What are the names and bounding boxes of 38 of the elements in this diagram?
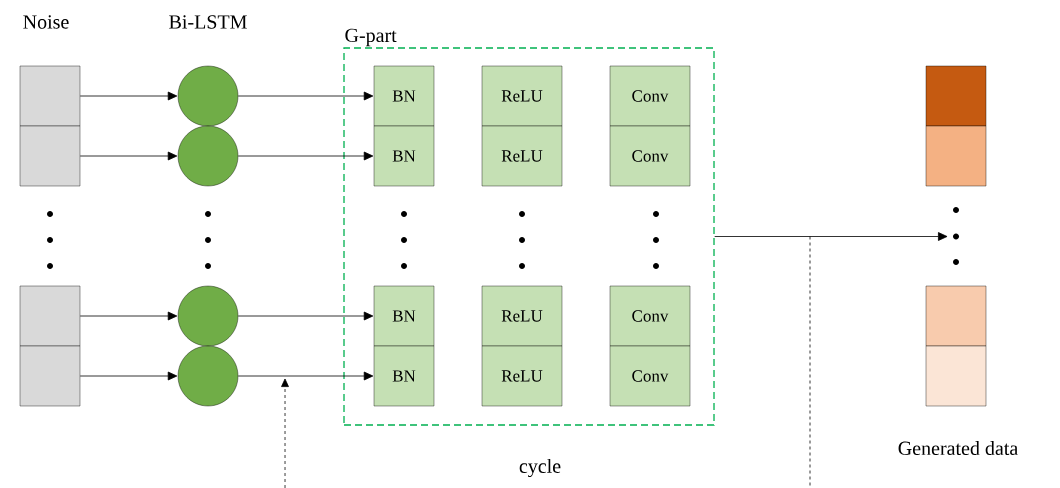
arrow (714, 232, 948, 241)
data-box (19, 345, 81, 407)
column-heading: Generated data (898, 440, 1018, 456)
layer-box: BN (373, 125, 435, 187)
layer-box: BN (373, 345, 435, 407)
arrow (237, 91, 374, 101)
arrow (237, 371, 374, 381)
node-label: G-part (345, 28, 397, 47)
data-box (925, 285, 987, 347)
arrow (237, 311, 374, 321)
layer-box: Conv (609, 65, 691, 127)
data-box (19, 65, 81, 127)
arrow (79, 151, 178, 161)
circle-node (177, 345, 239, 407)
layer-box: ReLU (481, 125, 563, 187)
data-box (925, 65, 987, 127)
layer-box: BN (373, 285, 435, 347)
layer-box: ReLU (481, 65, 563, 127)
layer-box: BN (373, 65, 435, 127)
column-heading: Noise (23, 15, 69, 29)
layer-box: Conv (609, 345, 691, 407)
circle-node (177, 285, 239, 347)
arrow (79, 311, 178, 321)
layer-box: ReLU (481, 285, 563, 347)
layer-box: Conv (609, 125, 691, 187)
data-box (19, 125, 81, 187)
arrow (237, 151, 374, 161)
layer-box: ReLU (481, 345, 563, 407)
column-heading: cycle (519, 458, 561, 478)
data-box (925, 345, 987, 407)
column-heading: Bi-LSTM (169, 15, 247, 29)
data-box (19, 285, 81, 347)
circle-node (177, 125, 239, 187)
arrow (79, 91, 178, 101)
layer-box: Conv (609, 285, 691, 347)
circle-node (177, 65, 239, 127)
data-box (925, 125, 987, 187)
arrow (79, 371, 178, 381)
